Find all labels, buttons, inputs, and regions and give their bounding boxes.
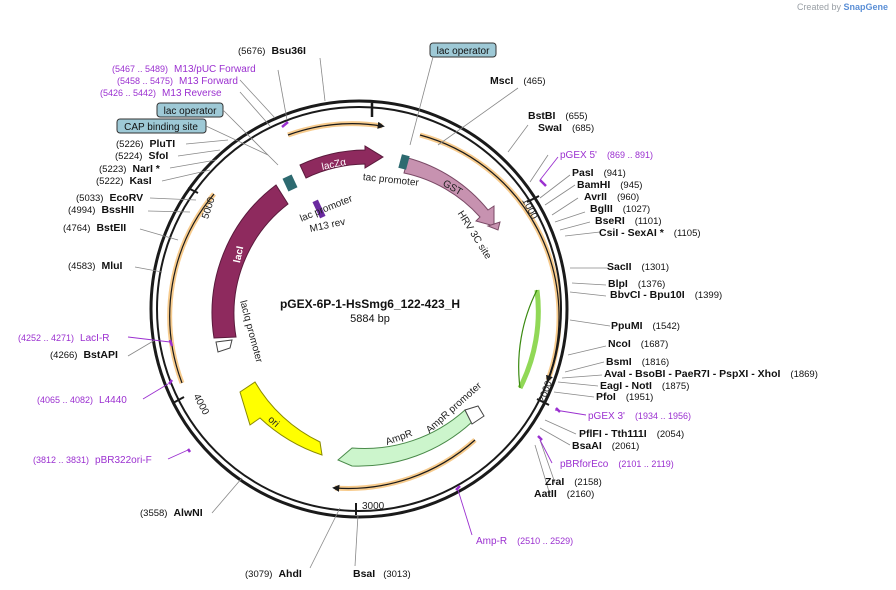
- site-BamHI: BamHI(945): [577, 179, 642, 191]
- site-PasI: PasI(941): [572, 167, 626, 179]
- site-AlwNI: (3558)AlwNI: [140, 507, 203, 519]
- site-PluTI: (5226)PluTI: [116, 138, 175, 150]
- site-BsmI: BsmI(1816): [606, 356, 669, 368]
- box-lac-operator-left: lac operator: [156, 102, 224, 118]
- site-BstEII: (4764)BstEII: [63, 222, 126, 234]
- box-lac-operator-top: lac operator: [429, 42, 497, 58]
- plasmid-name: pGEX-6P-1-HsSmg6_122-423_H: [280, 297, 460, 311]
- leader-lines: [127, 56, 611, 569]
- HRV-3C-site-mark: [486, 221, 501, 231]
- AmpR-promoter-arrow: [464, 405, 485, 425]
- primer-pGEX-5: pGEX 5'(869 .. 891): [560, 150, 653, 161]
- site-BstAPI: (4266)BstAPI: [50, 349, 118, 361]
- box-lac-operator-left-label: lac operator: [164, 106, 217, 117]
- site-ZraI: ZraI(2158): [545, 476, 602, 488]
- site-NarI: (5223)NarI *: [99, 163, 161, 175]
- site-AvaI-XhoI: AvaI - BsoBI - PaeR7I - PspXI - XhoI(186…: [604, 368, 818, 380]
- site-SwaI: SwaI(685): [538, 122, 594, 134]
- site-NcoI: NcoI(1687): [608, 338, 668, 350]
- site-BbvCI-Bpu10I: BbvCI - Bpu10I(1399): [610, 289, 722, 301]
- site-BssHII: (4994)BssHII: [68, 204, 134, 216]
- orange-arc-top: [287, 121, 383, 138]
- site-AvrII: AvrII(960): [584, 191, 639, 203]
- lac-operator-mark-left: [282, 174, 298, 192]
- primer-pGEX-3: pGEX 3'(1934 .. 1956): [588, 411, 691, 422]
- box-lac-operator-top-label: lac operator: [437, 46, 490, 57]
- site-Bsu36I: (5676)Bsu36I: [238, 45, 306, 57]
- backbone-inner: [156, 106, 562, 512]
- site-KasI: (5222)KasI: [96, 175, 152, 187]
- primer-Amp-R: Amp-R(2510 .. 2529): [476, 536, 573, 547]
- box-cap-binding-site-label: CAP binding site: [124, 122, 198, 133]
- tick-label-5000: 5000: [200, 196, 217, 221]
- primer-L4440: (4065 .. 4082)L4440: [37, 395, 127, 406]
- site-SfoI: (5224)SfoI: [115, 150, 168, 162]
- site-PfoI: PfoI(1951): [596, 391, 653, 403]
- feature-label-lacZa: lacZα: [321, 157, 348, 173]
- site-MluI: (4583)MluI: [68, 260, 123, 272]
- feature-lacI[interactable]: [211, 184, 289, 339]
- site-BlpI: BlpI(1376): [608, 278, 665, 290]
- primer-M13-Forward: (5458 .. 5475)M13 Forward: [117, 76, 238, 87]
- primer-markers: [168, 121, 561, 491]
- site-labels: (5676)Bsu36I MscI(465) BstBI(655) SwaI(6…: [50, 45, 818, 580]
- backbone-outer: [149, 99, 569, 519]
- tick-marks: [172, 187, 550, 515]
- box-cap-binding-site: CAP binding site: [116, 118, 207, 134]
- feature-GST[interactable]: [403, 157, 495, 227]
- site-BsaAI: BsaAI(2061): [572, 440, 639, 452]
- site-PflFI-Tth111I: PflFI - Tth111I(2054): [579, 428, 684, 440]
- primer-LacI-R: (4252 .. 4271)LacI-R: [18, 333, 110, 344]
- primer-M13-pUC-Forward: (5467 .. 5489)M13/pUC Forward: [112, 64, 256, 75]
- site-SacII: SacII(1301): [607, 261, 669, 273]
- green-arc: [517, 289, 541, 390]
- site-BstBI: BstBI(655): [528, 110, 588, 122]
- site-CsiI-SexAI: CsiI - SexAI *(1105): [599, 227, 701, 239]
- site-MscI: MscI(465): [490, 75, 546, 87]
- tick-label-3000: 3000: [362, 501, 385, 512]
- site-AhdI: (3079)AhdI: [245, 568, 302, 580]
- tick-label-2000: 2000: [537, 379, 555, 404]
- site-EagI-NotI: EagI - NotI(1875): [600, 380, 689, 392]
- feature-ori[interactable]: [239, 381, 323, 456]
- primer-M13-Reverse: (5426 .. 5442)M13 Reverse: [100, 88, 222, 99]
- site-EcoRV: (5033)EcoRV: [76, 192, 143, 204]
- primer-pBRforEco: pBRforEco(2101 .. 2119): [560, 459, 674, 470]
- primer-pBR322ori-F: (3812 .. 3831)pBR322ori-F: [33, 455, 152, 466]
- feature-lacZa[interactable]: [299, 145, 384, 179]
- brand-name: SnapGene: [843, 2, 888, 12]
- feature-label-lacI: lacI: [232, 245, 246, 264]
- lac-operator-mark-top: [398, 154, 410, 170]
- brand-prefix: Created by: [796, 2, 841, 12]
- snapgene-brand: Created by SnapGene: [797, 2, 888, 12]
- site-BsaI: BsaI(3013): [353, 568, 411, 580]
- site-AatII: AatII(2160): [534, 488, 594, 500]
- M13-rev-mark: [312, 199, 326, 219]
- site-PpuMI: PpuMI(1542): [611, 320, 680, 332]
- site-BglII: BglII(1027): [590, 203, 650, 215]
- insert-arc-lines: [169, 121, 560, 492]
- primer-labels: (5467 .. 5489)M13/pUC Forward (5458 .. 5…: [18, 64, 691, 547]
- plasmid-length: 5884 bp: [350, 313, 390, 325]
- lacIq-promoter-arrow: [215, 339, 233, 353]
- site-BseRI: BseRI(1101): [595, 215, 662, 227]
- tick-label-4000: 4000: [191, 392, 211, 417]
- label-lacIq-promoter: lacIq promoter: [237, 299, 264, 364]
